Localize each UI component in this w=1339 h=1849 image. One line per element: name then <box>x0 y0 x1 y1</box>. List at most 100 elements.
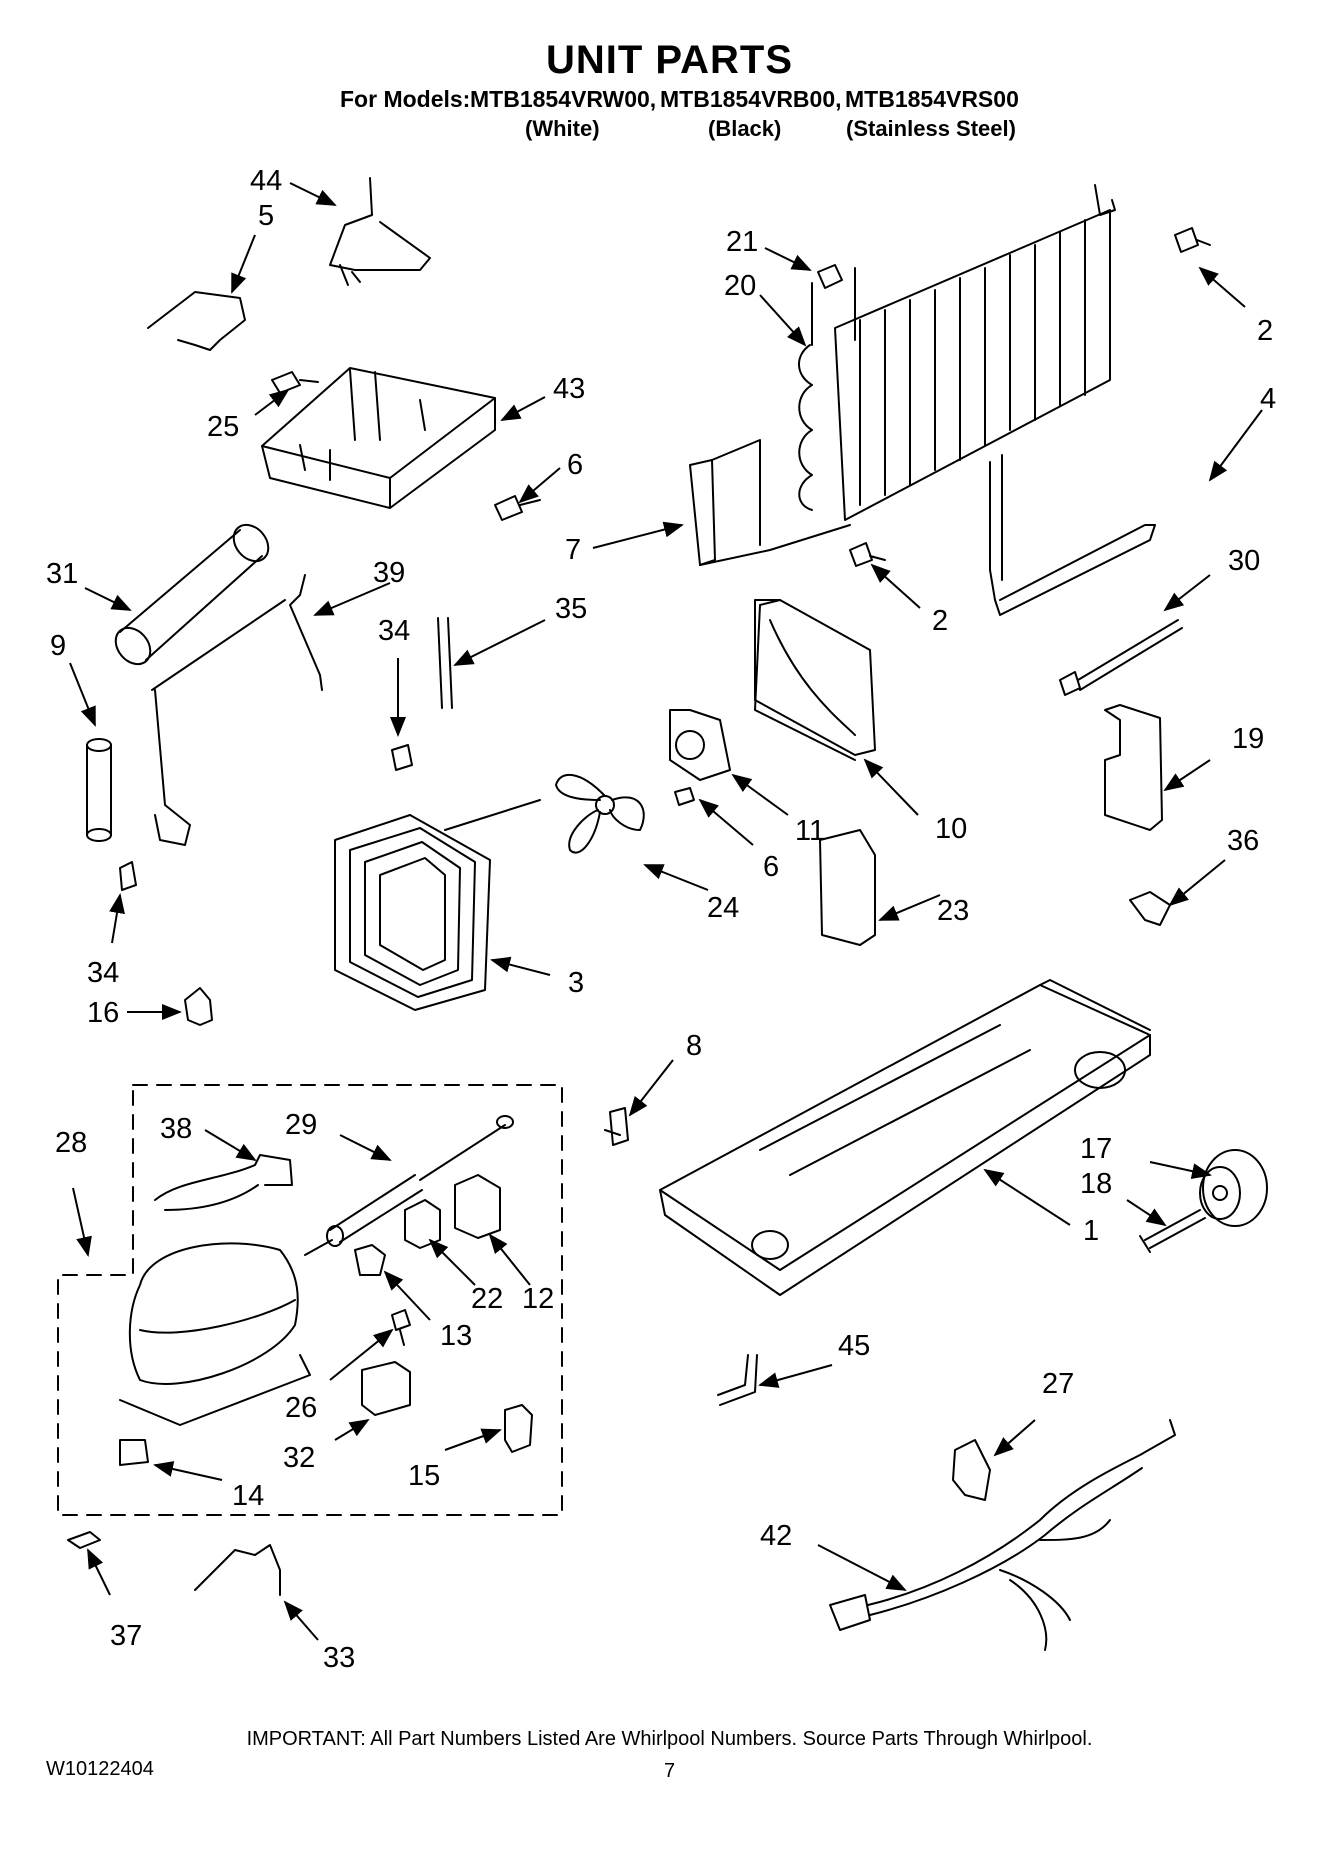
callout-31: 31 <box>46 558 78 590</box>
callout-13: 13 <box>440 1320 472 1352</box>
callout-21: 21 <box>726 226 758 258</box>
callout-2: 2 <box>1257 315 1273 347</box>
part-12-overload-icon <box>454 1174 501 1239</box>
model-white: MTB1854VRW00, <box>470 86 657 112</box>
callout-6b: 6 <box>763 851 779 883</box>
part-19-foam-block-icon <box>1104 704 1163 831</box>
part-4-defrost-heater-icon <box>989 454 1156 616</box>
part-37-clip-icon <box>67 1531 101 1549</box>
callout-9: 9 <box>50 630 66 662</box>
callout-18: 18 <box>1080 1168 1112 1200</box>
callout-30: 30 <box>1228 545 1260 577</box>
part-15-connector-icon <box>504 1404 533 1453</box>
models-prefix: For Models: <box>340 86 471 112</box>
page-number: 7 <box>663 1760 676 1782</box>
part-36-clip-icon <box>1129 891 1171 926</box>
part-6-screw-icon <box>494 495 541 521</box>
document-number: W10122404 <box>46 1758 154 1780</box>
callout-20: 20 <box>724 270 756 302</box>
part-3-condenser-coil-icon <box>334 799 541 1011</box>
part-24-fan-blade-icon <box>555 773 645 854</box>
callout-4: 4 <box>1260 383 1276 415</box>
part-8-grommet-icon <box>604 1107 629 1146</box>
part-11-fan-motor-icon <box>669 709 731 781</box>
part-18-axle-pin-icon <box>1139 1209 1206 1253</box>
part-42-wire-harness-icon <box>829 1419 1176 1651</box>
part-22-relay-icon <box>404 1199 441 1249</box>
callout-28: 28 <box>55 1127 87 1159</box>
callout-1: 1 <box>1083 1215 1099 1247</box>
part-5-wire-icon <box>147 291 246 351</box>
callout-25: 25 <box>207 411 239 443</box>
callout-12: 12 <box>522 1283 554 1315</box>
part-38-harness-icon <box>154 1154 293 1211</box>
callout-43: 43 <box>553 373 585 405</box>
callout-2b: 2 <box>932 605 948 637</box>
part-30-cable-tie-icon <box>1059 619 1183 696</box>
callout-3: 3 <box>568 967 584 999</box>
part-9-insulation-icon <box>86 738 112 842</box>
evaporator-fins-icon <box>834 184 1116 521</box>
part-21-clip-icon <box>817 264 843 289</box>
callout-6: 6 <box>567 449 583 481</box>
callout-19: 19 <box>1232 723 1264 755</box>
part-33-wire-icon <box>194 1544 281 1596</box>
part-34b-clip-icon <box>119 861 137 891</box>
model-black: MTB1854VRB00, <box>660 86 842 112</box>
part-20-evaporator-tubing-icon <box>798 267 856 511</box>
part-17-roller-wheel-icon <box>1199 1149 1268 1227</box>
part-2b-screw-icon <box>849 542 886 567</box>
callout-14: 14 <box>232 1480 264 1512</box>
part-6b-screw-icon <box>674 787 695 806</box>
compressor-icon <box>119 1242 311 1426</box>
part-25-screw-icon <box>271 371 319 394</box>
part-45-tube-icon <box>717 1354 758 1406</box>
part-10-fan-shroud-icon <box>754 599 876 761</box>
part-14-grommet-icon <box>119 1439 149 1466</box>
callout-26: 26 <box>285 1392 317 1424</box>
callout-7: 7 <box>565 534 581 566</box>
part-2-screw-icon <box>1174 227 1211 253</box>
part-31-insulation-tube-icon <box>114 523 270 666</box>
part-44-bracket-icon <box>329 177 431 286</box>
callout-37: 37 <box>110 1620 142 1652</box>
callout-36: 36 <box>1227 825 1259 857</box>
part-29-drier-icon <box>304 1115 514 1256</box>
variant-stainless: (Stainless Steel) <box>846 116 1016 141</box>
callout-45: 45 <box>838 1330 870 1362</box>
callout-8: 8 <box>686 1030 702 1062</box>
page-title: UNIT PARTS <box>545 38 794 82</box>
part-16-clip-icon <box>184 987 213 1026</box>
part-13-clip-icon <box>354 1244 386 1276</box>
part-26-screw-icon <box>391 1309 411 1346</box>
callout-34: 34 <box>378 615 410 647</box>
callout-38: 38 <box>160 1113 192 1145</box>
variant-white: (White) <box>525 116 600 141</box>
callout-35: 35 <box>555 593 587 625</box>
part-43-tray-icon <box>261 367 496 509</box>
callout-16: 16 <box>87 997 119 1029</box>
callout-33: 33 <box>323 1642 355 1674</box>
part-35-rod-icon <box>437 617 453 709</box>
part-39-drain-tube-icon <box>151 574 323 846</box>
callout-29: 29 <box>285 1109 317 1141</box>
part-32-capacitor-icon <box>361 1361 411 1416</box>
part-23-foam-block-icon <box>819 829 876 946</box>
important-note: IMPORTANT: All Part Numbers Listed Are W… <box>246 1728 1093 1750</box>
callout-5: 5 <box>258 200 274 232</box>
callout-42: 42 <box>760 1520 792 1552</box>
variant-black: (Black) <box>708 116 782 141</box>
callout-32: 32 <box>283 1442 315 1474</box>
callout-27: 27 <box>1042 1368 1074 1400</box>
model-stainless: MTB1854VRS00 <box>845 86 1019 112</box>
callout-15: 15 <box>408 1460 440 1492</box>
part-1-base-pan-icon <box>659 979 1151 1296</box>
callout-39: 39 <box>373 557 405 589</box>
callout-23: 23 <box>937 895 969 927</box>
callout-44: 44 <box>250 165 282 197</box>
part-7-evaporator-frame-icon <box>689 439 851 566</box>
callout-11: 11 <box>795 815 825 847</box>
part-27-bracket-icon <box>952 1439 991 1501</box>
part-34-clip-icon <box>391 744 413 771</box>
